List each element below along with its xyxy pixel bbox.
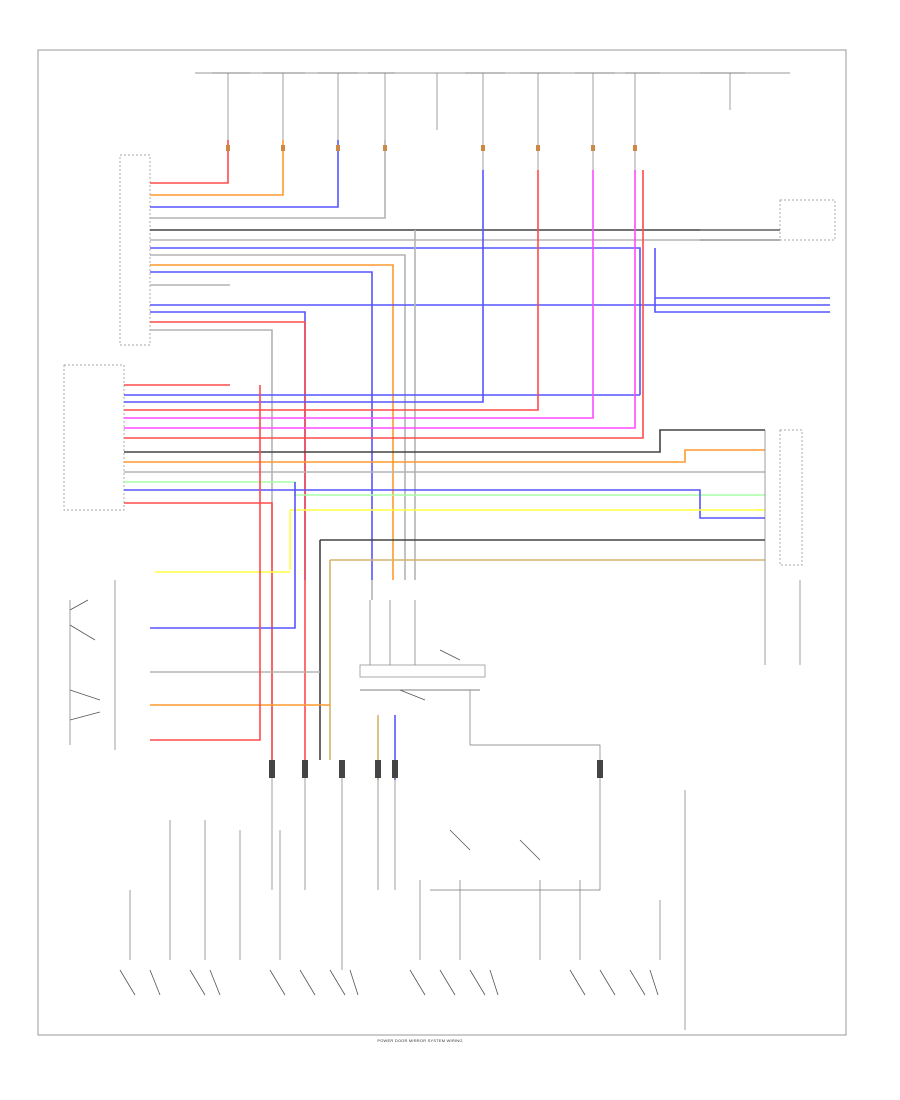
wire-blue: [150, 271, 373, 580]
wire-magenta: [124, 170, 636, 429]
right-side-connector: [700, 199, 836, 241]
switch-contact: [69, 599, 101, 721]
mid-switch: [449, 829, 541, 861]
master-switch-box: [359, 664, 486, 678]
diagram-caption: POWER DOOR MIRROR SYSTEM WIRING: [377, 1038, 463, 1043]
wire-magenta: [124, 170, 594, 419]
rh-mirror-connector-box: [779, 429, 803, 566]
wire-blue: [124, 170, 484, 403]
wire-red: [124, 170, 644, 439]
wire-orange: [124, 449, 765, 463]
right-connector-box: [779, 199, 836, 241]
lh-mirror-connector: [119, 154, 151, 346]
lh-connector-wires: [150, 140, 830, 760]
rh-mirror-connector: [63, 364, 125, 511]
rh-mirror-motor-connector: [764, 429, 803, 665]
rh-connector-wires: [124, 170, 765, 760]
wire-red: [124, 170, 539, 411]
wire-grey: [150, 140, 386, 219]
lower-wiring: [129, 778, 686, 1030]
outer-mirror-switch: [69, 580, 116, 750]
small-markers: [226, 145, 637, 151]
wire-red: [124, 502, 273, 760]
connector-pins: [269, 760, 603, 778]
diagram-frame: [37, 49, 847, 1036]
wire-black: [124, 429, 765, 453]
wire-red: [150, 385, 261, 741]
wire-blue: [150, 140, 339, 208]
wire-orange: [150, 264, 394, 580]
motor-switch-group: [569, 969, 659, 996]
wire-blue: [150, 247, 641, 395]
wire-red: [150, 140, 229, 184]
wire-red: [150, 321, 306, 760]
mirror-motor-switches: [119, 829, 659, 996]
motor-switch-group: [119, 969, 221, 996]
wire-light-green: [124, 481, 765, 496]
fuse-drops: [227, 73, 731, 170]
outer-mirror-switch-wires: [150, 385, 330, 741]
master-switch-assembly: [359, 600, 601, 770]
motor-switch-group: [269, 969, 359, 996]
motor-switch-group: [409, 969, 499, 996]
wire-blue: [654, 248, 830, 313]
master-switch-drops: [371, 580, 396, 780]
wire-blue: [150, 482, 296, 629]
wire-blue: [124, 489, 765, 519]
wire-orange: [150, 140, 284, 196]
wire-blue: [150, 311, 306, 580]
